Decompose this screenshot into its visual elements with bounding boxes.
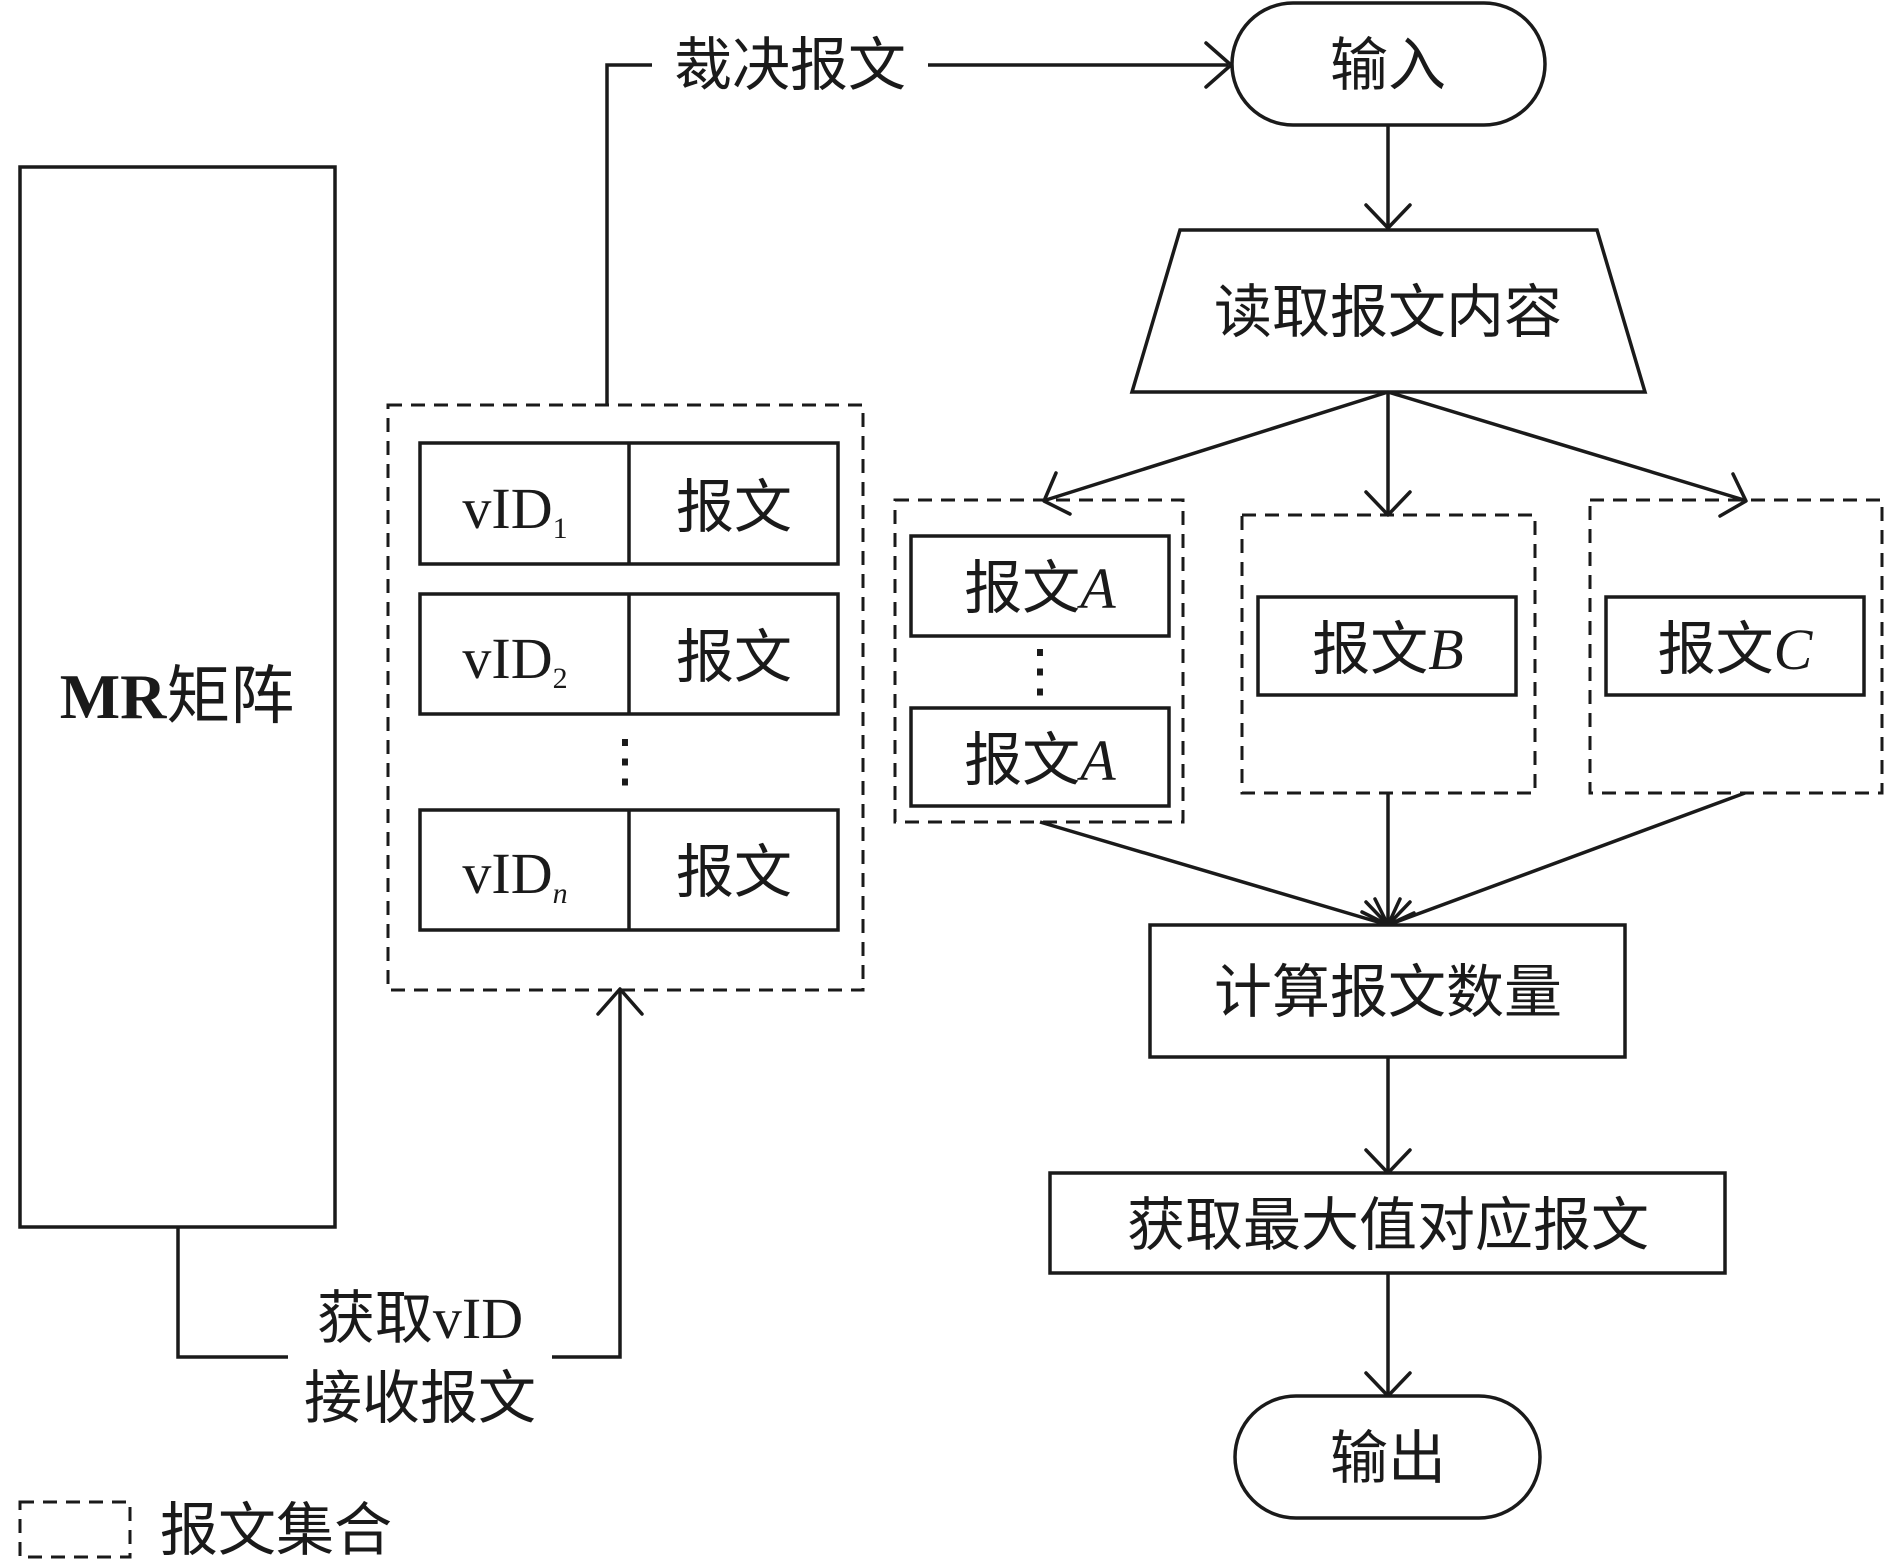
arrowhead-right-down: [1718, 472, 1748, 518]
vid-label: vID1: [462, 476, 567, 545]
message-label: 报文: [676, 625, 792, 690]
get-vid-label: 获取vID: [317, 1286, 523, 1351]
vid-label: vIDn: [462, 841, 567, 910]
get-max-label: 获取最大值对应报文: [1127, 1193, 1649, 1258]
message-a-box: [909, 534, 1171, 638]
message-a-label: 报文A: [964, 728, 1116, 793]
message-c-label: 报文C: [1658, 617, 1814, 682]
legend-swatch: [18, 1500, 132, 1559]
message-a-box: [909, 706, 1171, 808]
vid-label: vID2: [462, 626, 567, 695]
connector-to-group-a: [1045, 390, 1389, 502]
output-terminal: [1233, 1394, 1542, 1520]
message-set-group: [386, 403, 865, 992]
legend-label: 报文集合: [160, 1498, 392, 1559]
input-label: 输入: [1330, 33, 1446, 98]
message-b-label: 报文B: [1312, 617, 1463, 682]
group-a-ellipsis: ⋮: [1011, 638, 1069, 703]
message-a-label: 报文A: [964, 556, 1116, 621]
connector-to-set: [552, 990, 622, 1359]
verdict-message-label: 裁决报文: [674, 33, 906, 98]
connector-to-group-c: [1387, 390, 1745, 502]
connector-c-to-count: [1387, 791, 1746, 927]
mr-matrix-box: [18, 165, 337, 1229]
message-label: 报文: [676, 475, 792, 540]
message-label: 报文: [676, 840, 792, 905]
read-content-label: 读取报文内容: [1214, 280, 1562, 345]
count-messages-label: 计算报文数量: [1214, 960, 1562, 1025]
read-content-node: [1129, 228, 1648, 394]
mr-matrix-label: MR矩阵: [60, 661, 295, 732]
receive-message-label: 接收报文: [304, 1366, 536, 1431]
output-label: 输出: [1330, 1426, 1446, 1491]
arrowhead-up: [596, 987, 644, 1016]
get-max-node: [1048, 1171, 1727, 1275]
connector-verdict-left: [605, 63, 652, 405]
message-c-box: [1604, 595, 1866, 697]
message-b-box: [1256, 595, 1518, 697]
group-c: [1588, 498, 1884, 795]
connector-a-to-count: [1039, 820, 1389, 927]
group-a: [893, 498, 1185, 824]
connector-mr-bottom: [176, 1227, 288, 1359]
set-ellipsis: ⋮: [596, 728, 654, 793]
arrowhead-down: [1364, 203, 1412, 230]
